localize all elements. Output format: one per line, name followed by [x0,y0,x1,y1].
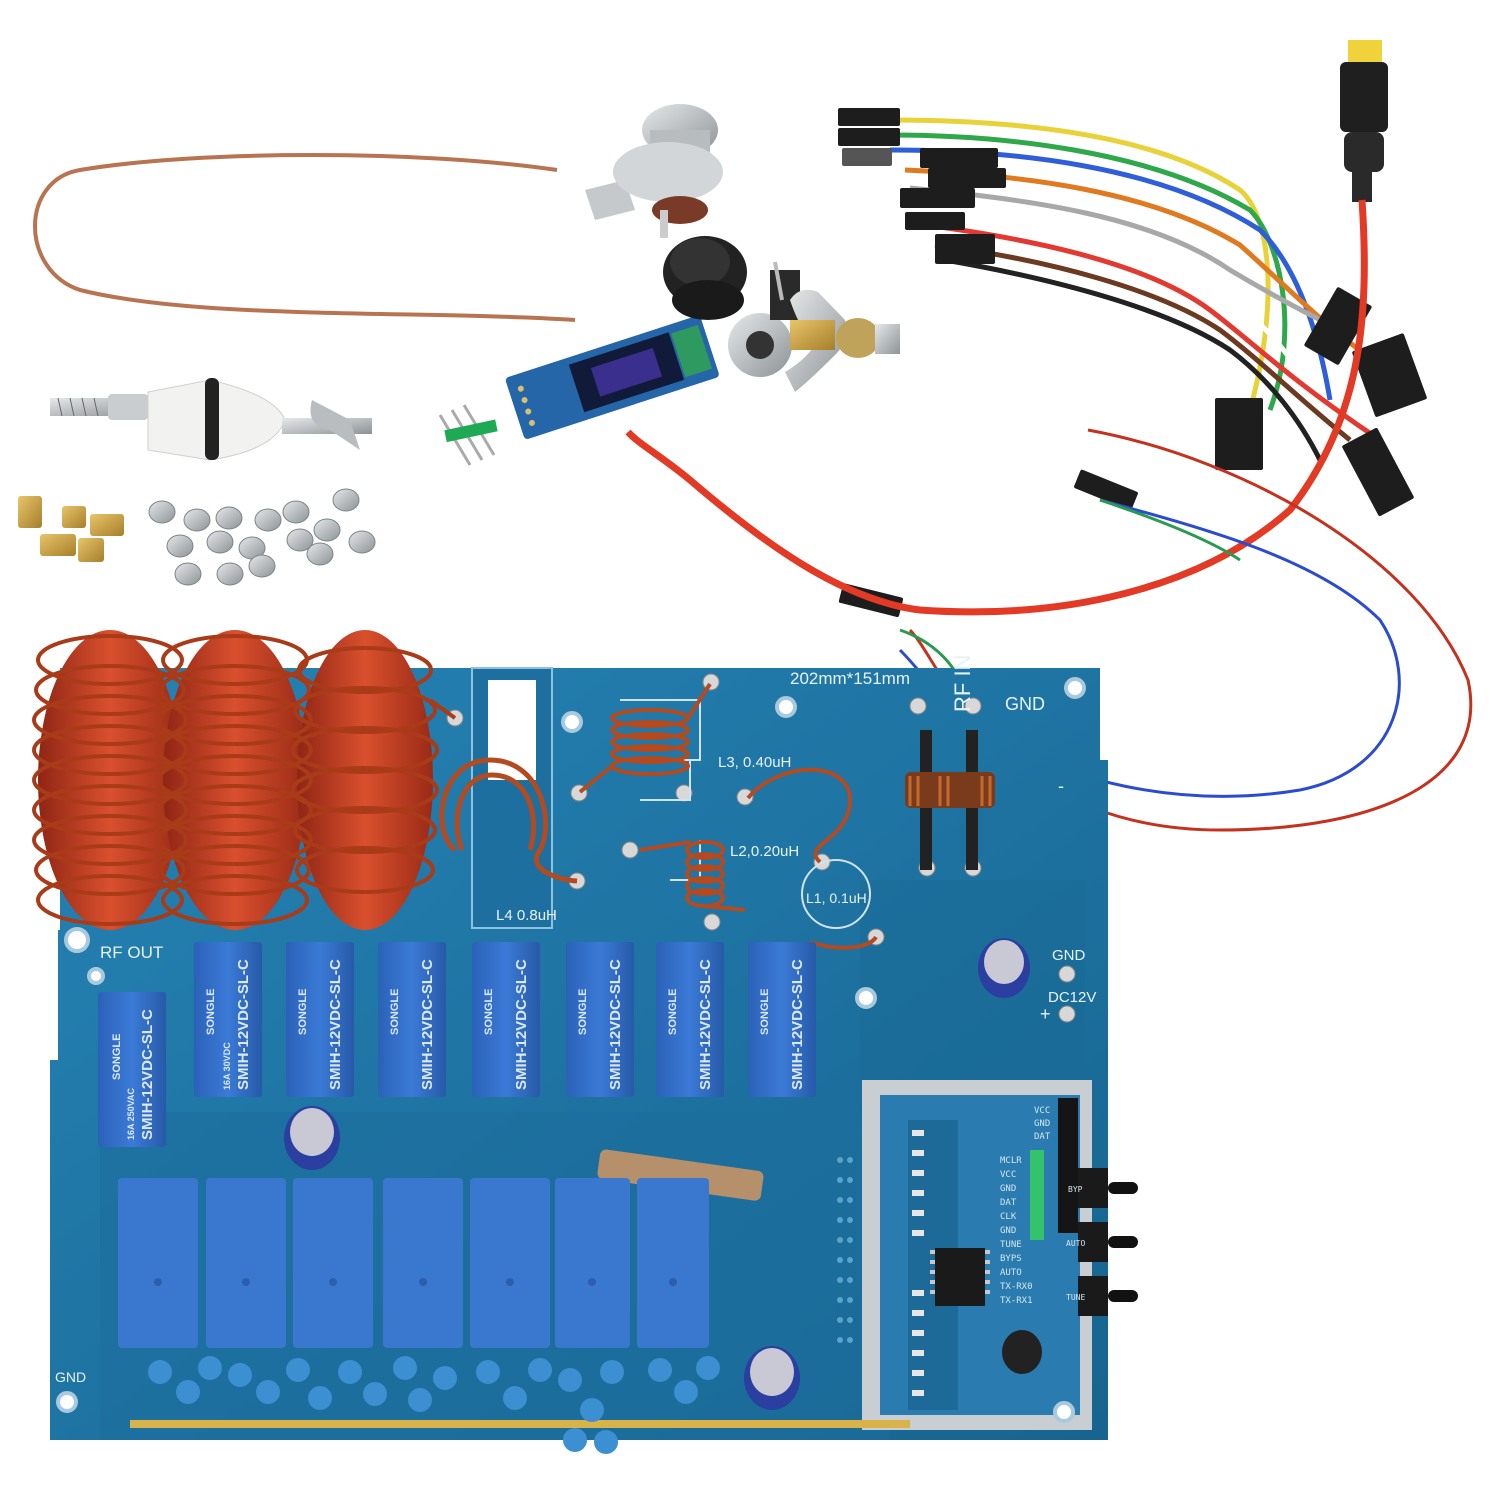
copper-wire [33,153,576,322]
dc-label: DC12V [1048,989,1096,1006]
relay-brand-2: SONGLE [205,989,217,1035]
green-magnet-wire [899,498,1241,681]
minus-label: - [1058,776,1064,796]
plus-label: + [1040,1004,1051,1024]
relay-row-small: SMIH-12VDC-SL-C SMIH-12VDC-SL-C SMIH-12V… [98,942,816,1147]
relay-brand-3: SONGLE [297,989,309,1035]
relay-icon [98,942,816,1147]
dc-jack [728,261,800,377]
rf-connector [585,104,723,238]
relay-model-4: SMIH-12VDC-SL-C [419,959,436,1090]
relay-rating-a: 16A 250VAC [126,1087,136,1140]
switch-label-tune: TUNE [1066,1293,1085,1302]
board-size-label: 202mm*151mm [790,669,910,688]
ctl-label-gnd1: GND [1000,1184,1016,1194]
jumper-headers [838,108,1427,618]
gnd-bottom-label: GND [55,1369,86,1385]
bolts [790,318,900,358]
relay-model-2: SMIH-12VDC-SL-C [235,959,252,1090]
ctl-label-auto: AUTO [1000,1268,1022,1278]
inductor-l1-label: L1, 0.1uH [806,890,867,906]
red-power-wire [625,199,1368,616]
screws [148,488,376,586]
ceramic-capacitors [148,1356,720,1454]
ctl-label-byps: BYPS [1000,1254,1022,1264]
rf-transformer [905,730,995,870]
ctl-label-dat: DAT [1000,1198,1017,1208]
gnd-right-label: GND [1052,947,1086,964]
ctl-label-clk: CLK [1000,1212,1017,1222]
relay-model-6: SMIH-12VDC-SL-C [607,959,624,1090]
rf-out-label: RF OUT [100,943,163,962]
relay-brand-4: SONGLE [389,989,401,1035]
switch-label-auto: AUTO [1066,1239,1085,1248]
relay-model-7: SMIH-12VDC-SL-C [697,959,714,1090]
ctl-label-tune: TUNE [1000,1240,1022,1250]
relay-brand-8: SONGLE [759,989,771,1035]
push-button [663,236,747,320]
toroid-inductor-icon [32,630,457,930]
ctl-label-txrx0: TX-RX0 [1000,1282,1033,1292]
air-coil-l4 [439,757,578,884]
inductor-l2-label: L2,0.20uH [730,843,799,860]
tape-strip [597,1149,764,1201]
controller-pin-dat: DAT [1034,1132,1051,1142]
electrolytic-capacitors [284,938,1030,1410]
ctl-label-txrx1: TX-RX1 [1000,1296,1033,1306]
ctl-label-gnd2: GND [1000,1226,1016,1236]
antenna-insulator [50,378,372,461]
relay-row-large [118,1178,709,1348]
rf-in-label: RF IN [950,655,975,712]
gnd-top-label: GND [1005,694,1045,714]
oled-display-icon [505,315,719,439]
controller-board [908,1098,1078,1410]
inductor-l4-label: L4 0.8uH [496,907,557,924]
dc-plug-icon [1340,40,1388,202]
relay-brand-1: SONGLE [111,1034,123,1080]
brass-standoffs [18,496,124,562]
air-coil-l2 [639,840,746,912]
relay-brand-5: SONGLE [483,989,495,1035]
ctl-label-mclr: MCLR [1000,1156,1022,1166]
ctl-label-vcc: VCC [1000,1170,1016,1180]
tactile-switches [1078,1168,1138,1316]
relay-brand-6: SONGLE [577,989,589,1035]
switch-label-byp: BYP [1068,1185,1083,1194]
relay-model-8: SMIH-12VDC-SL-C [789,959,806,1090]
controller-pin-vcc: VCC [1034,1106,1050,1116]
pin-header [438,404,498,466]
relay-model-1: SMIH-12VDC-SL-C [139,1009,156,1140]
air-coil-l3 [578,682,712,794]
inductor-l3-label: L3, 0.40uH [718,754,791,771]
relay-rating-b: 16A 30VDC [222,1042,232,1090]
relay-brand-7: SONGLE [667,989,679,1035]
relay-model-3: SMIH-12VDC-SL-C [327,959,344,1090]
controller-labels: MCLR VCC GND DAT CLK GND TUNE BYPS AUTO … [1000,1156,1033,1306]
air-coil-l1 [746,767,878,950]
relay-model-5: SMIH-12VDC-SL-C [513,959,530,1090]
controller-pin-gnd: GND [1034,1119,1050,1129]
